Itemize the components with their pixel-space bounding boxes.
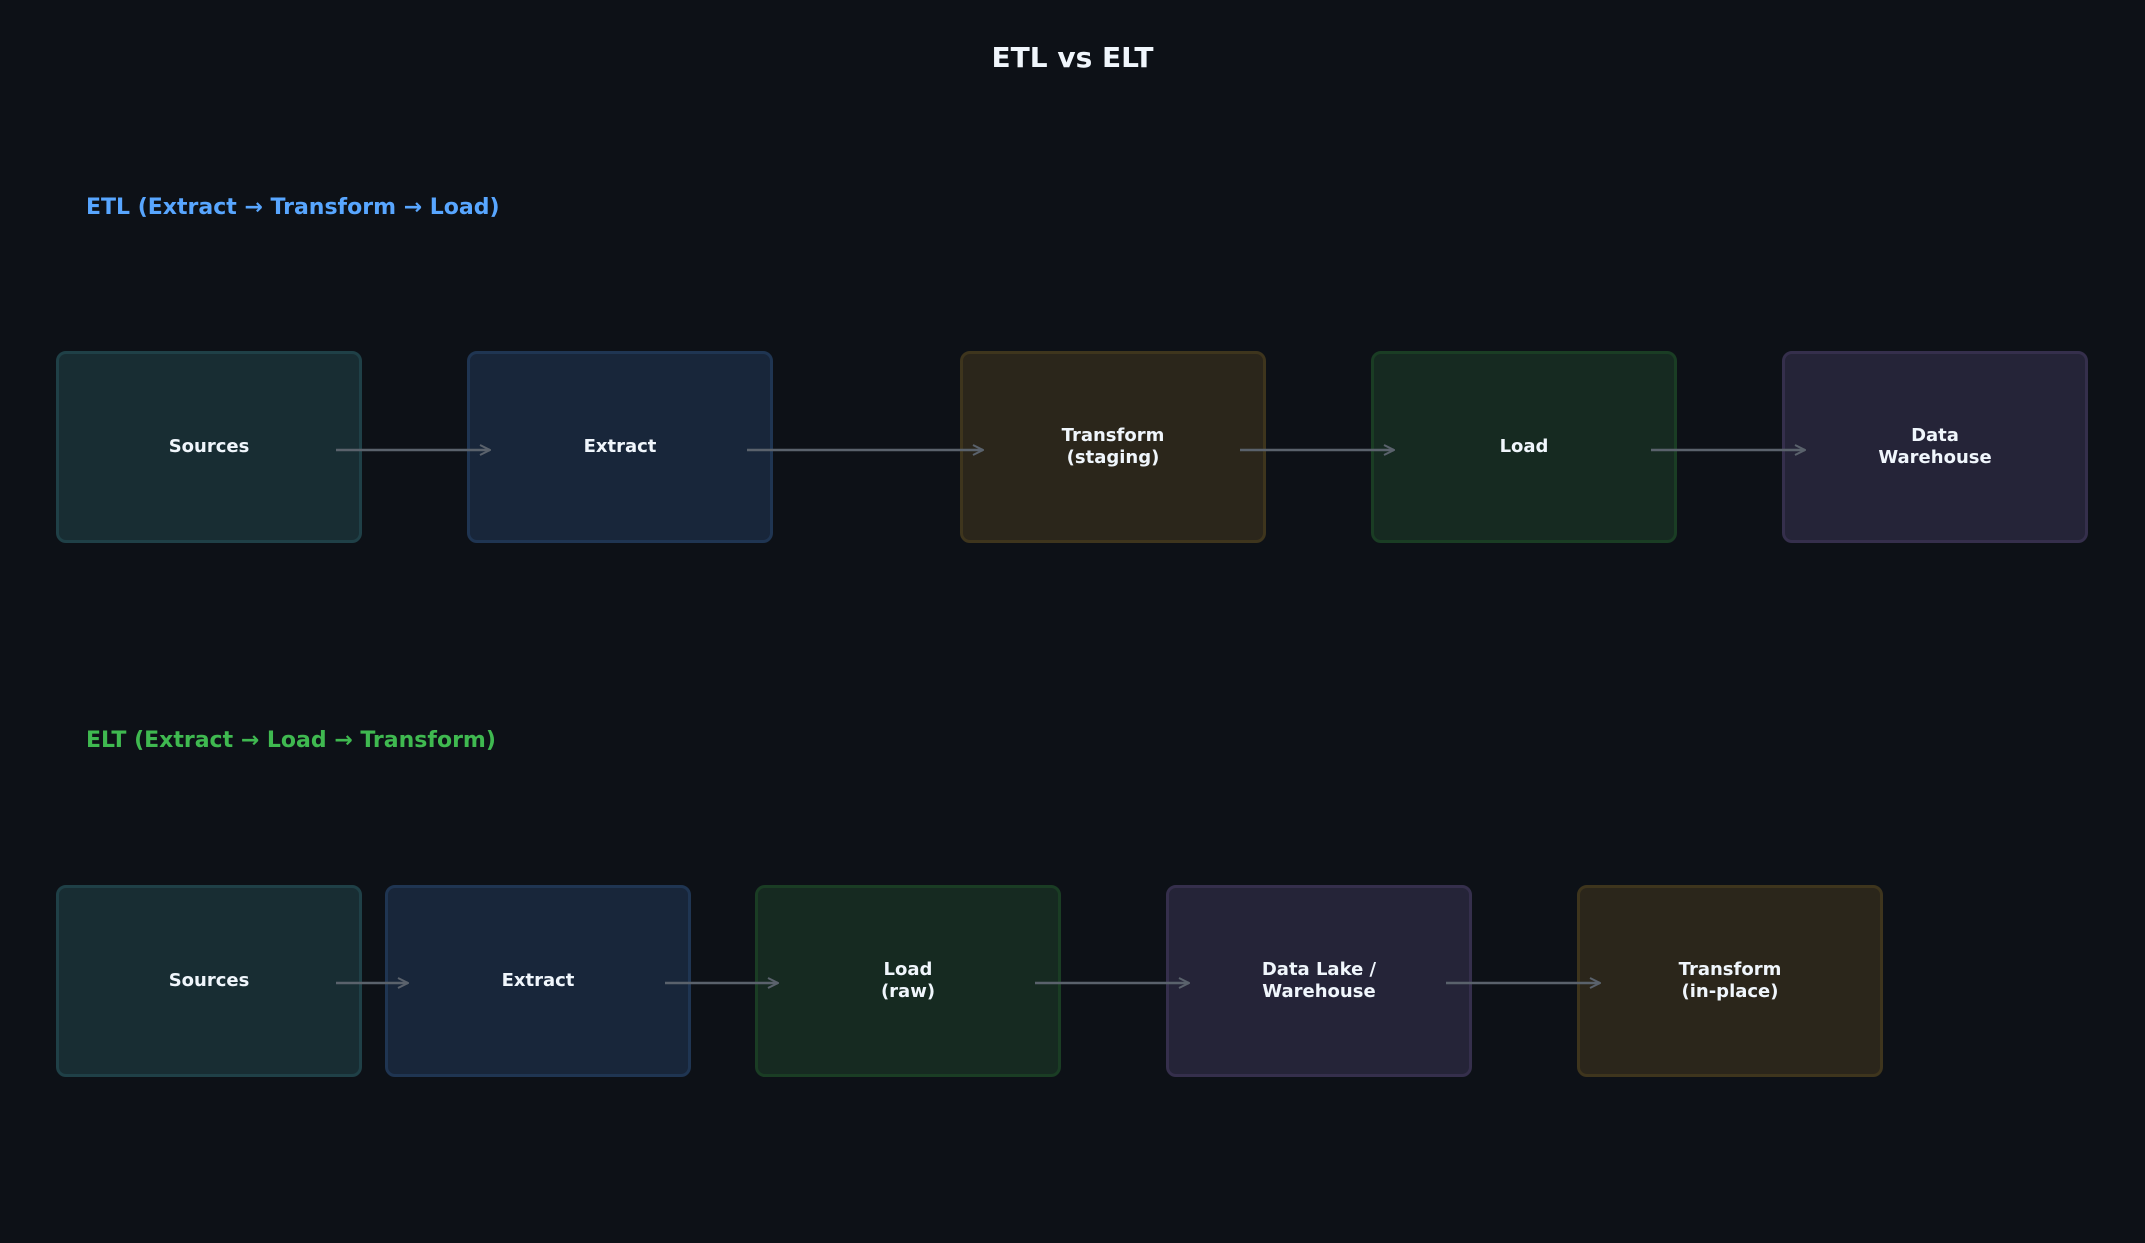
node-label: Sources <box>168 436 250 457</box>
etl-node-extract: Extract <box>467 351 773 543</box>
node-label: Sources <box>168 970 250 991</box>
etl-section-label: ETL (Extract → Transform → Load) <box>86 195 500 220</box>
elt-node-load: Load (raw) <box>755 885 1061 1077</box>
elt-node-extract: Extract <box>385 885 691 1077</box>
elt-node-sources: Sources <box>56 885 362 1077</box>
etl-node-transform: Transform (staging) <box>960 351 1266 543</box>
elt-node-transform: Transform (in-place) <box>1577 885 1883 1077</box>
node-label: Extract <box>501 970 575 991</box>
node-label: Load <box>1499 436 1549 457</box>
node-label: Extract <box>583 436 657 457</box>
etl-node-sources: Sources <box>56 351 362 543</box>
node-label: Data Lake / Warehouse <box>1261 959 1377 1002</box>
etl-node-warehouse: Data Warehouse <box>1782 351 2088 543</box>
elt-node-warehouse: Data Lake / Warehouse <box>1166 885 1472 1077</box>
node-label: Load (raw) <box>880 959 936 1002</box>
etl-node-load: Load <box>1371 351 1677 543</box>
elt-section-label: ELT (Extract → Load → Transform) <box>86 728 496 753</box>
node-label: Transform (in-place) <box>1678 959 1782 1002</box>
node-label: Data Warehouse <box>1878 425 1992 468</box>
diagram-title: ETL vs ELT <box>991 41 1154 74</box>
node-label: Transform (staging) <box>1061 425 1165 468</box>
